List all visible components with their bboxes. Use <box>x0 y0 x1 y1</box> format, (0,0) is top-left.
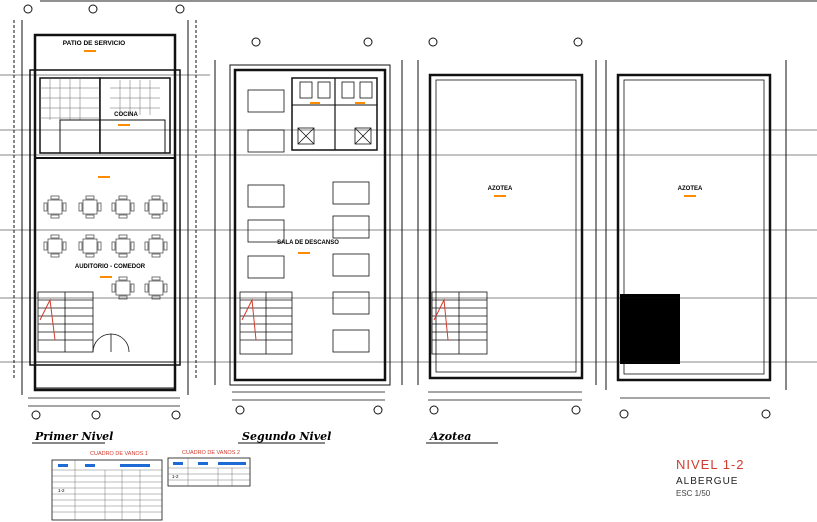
azotea-2-label: AZOTEA <box>678 186 703 192</box>
azotea-caption: Azotea <box>429 430 471 443</box>
vanos-2-title: CUADRO DE VANOS 2 <box>182 450 240 456</box>
sala-descanso-label: SALA DE DESCANSO <box>277 240 339 246</box>
cocina-label: COCINA <box>114 112 138 118</box>
vanos-1-title: CUADRO DE VANOS 1 <box>90 451 148 457</box>
vanos-1-nivel: 1-2 <box>58 488 65 493</box>
cuadro-vanos-1: CUADRO DE VANOS 1 1-2 <box>51 451 163 521</box>
primer-nivel-plan: PATIO DE SERVICIO COCINA AUDITORIO - COM… <box>13 4 197 444</box>
segundo-nivel-caption: Segundo Nivel <box>242 430 331 443</box>
primer-nivel-caption: Primer Nivel <box>34 430 113 443</box>
azotea-plan: AZOTEA Azotea <box>417 37 597 444</box>
segundo-nivel-plan: SALA DE DESCANSO Segundo Nivel <box>214 37 403 444</box>
sheet-title: NIVEL 1-2 <box>676 457 745 472</box>
auditorio-label: AUDITORIO - COMEDOR <box>75 264 146 270</box>
sheet-scale: ESC 1/50 <box>676 489 711 498</box>
title-block: NIVEL 1-2 ALBERGUE ESC 1/50 <box>676 457 745 498</box>
patio-label: PATIO DE SERVICIO <box>63 40 125 47</box>
vanos-2-nivel: 1-2 <box>172 474 179 479</box>
azotea-2-plan: AZOTEA <box>605 60 787 419</box>
sheet-subtitle: ALBERGUE <box>676 476 738 487</box>
azotea-label: AZOTEA <box>488 186 513 192</box>
cuadro-vanos-2: CUADRO DE VANOS 2 1-2 <box>167 450 251 487</box>
stair-void-fill <box>620 294 680 364</box>
